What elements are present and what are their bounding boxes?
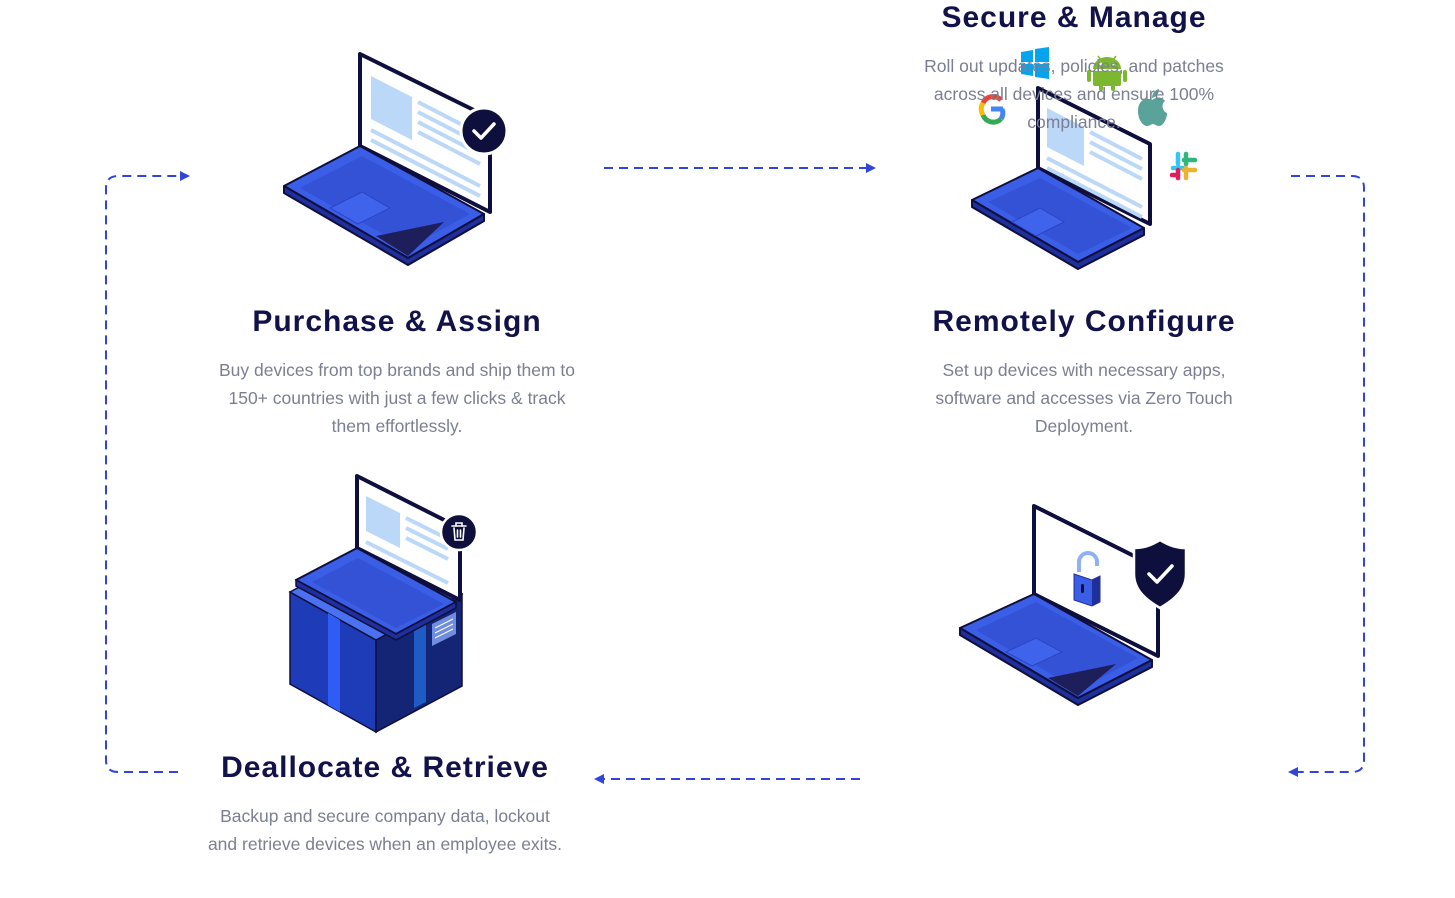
step-description: Buy devices from top brands and ship the…	[218, 360, 576, 436]
shield-check-icon	[1147, 564, 1174, 584]
trash-icon	[451, 522, 467, 541]
slack-icon	[1169, 151, 1198, 181]
android-icon	[1087, 55, 1127, 91]
step-secure-manage: Secure & Manage Roll out updates, polici…	[904, 0, 1244, 136]
step-title: Secure & Manage	[941, 1, 1207, 34]
google-icon	[978, 94, 1006, 125]
step-title: Deallocate & Retrieve	[221, 751, 549, 784]
configure-laptop-illustration	[971, 47, 1198, 270]
step-deallocate-retrieve: Deallocate & Retrieve Backup and secure …	[205, 750, 565, 858]
step-purchase-assign: Purchase & Assign Buy devices from top b…	[212, 304, 582, 440]
step-remotely-configure: Remotely Configure Set up devices with n…	[914, 304, 1254, 440]
check-badge	[459, 106, 509, 156]
step-title: Purchase & Assign	[252, 305, 542, 338]
purchase-laptop-illustration	[283, 52, 509, 266]
apple-icon	[1138, 89, 1167, 126]
arrow-deallocate-to-purchase	[105, 171, 190, 773]
check-icon	[472, 122, 496, 140]
shield-check-badge	[1132, 538, 1188, 610]
step-description: Roll out updates, policies, and patches …	[924, 56, 1224, 132]
deallocate-box-illustration	[288, 474, 479, 734]
trash-badge	[439, 512, 479, 552]
windows-icon	[1021, 47, 1049, 79]
arrow-configure-to-secure	[1288, 175, 1365, 777]
step-description: Backup and secure company data, lockout …	[207, 806, 563, 854]
step-description: Set up devices with necessary apps, soft…	[935, 360, 1233, 436]
step-title: Remotely Configure	[932, 305, 1236, 338]
secure-laptop-illustration	[959, 504, 1188, 706]
padlock-icon	[1073, 551, 1101, 607]
